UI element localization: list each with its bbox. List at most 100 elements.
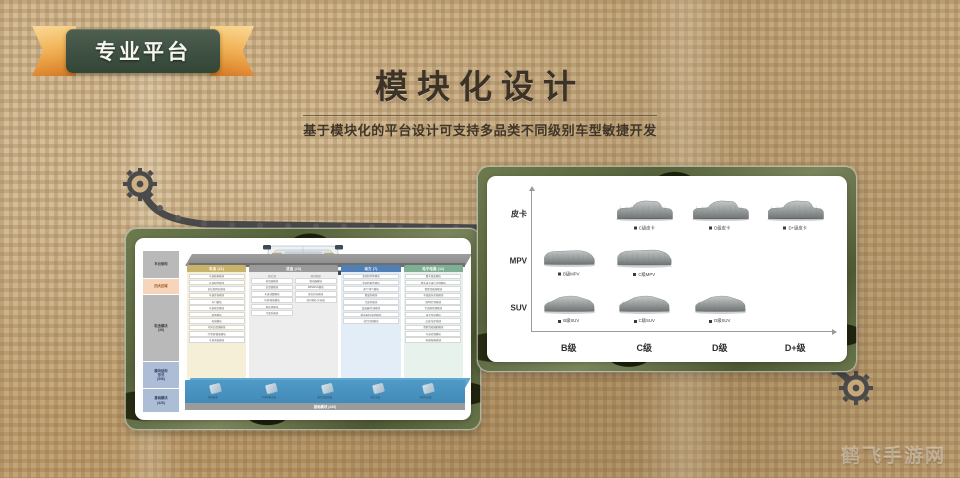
module-chip: 仪表/显示模块: [405, 318, 462, 324]
header: 模块化设计 基于模块化的平台设计可支持多品类不同级别车型敏捷开发: [0, 60, 960, 140]
y-axis-tick-label: SUV: [510, 303, 527, 313]
x-axis-tick-label: C级: [636, 343, 653, 353]
data-point-label: C级SUV: [598, 318, 690, 324]
vehicle-silhouette-mpv: [543, 250, 596, 268]
module-chip: 车身外饰模块: [188, 292, 245, 299]
column-subhead: 前/后悬: [268, 274, 276, 278]
module-chip: 内外后视镜模块: [188, 324, 245, 331]
module-chip: 前悬架模块: [250, 278, 294, 284]
module-chip: 电子导航模块: [405, 311, 462, 318]
module-chip: 空调热管理模块: [405, 305, 462, 312]
module-chip: 车身结构模块: [188, 273, 245, 280]
y-axis: [528, 186, 535, 332]
module-chip: 整车电子电气控制模块: [405, 279, 462, 286]
vehicle-silhouette-pickup: [691, 200, 749, 221]
architecture-axis-cell: 平台架构: [143, 251, 179, 278]
y-axis-tick-label: 皮卡: [511, 209, 527, 219]
data-point-label: D级SUV: [674, 318, 766, 324]
vehicle-silhouette-suv: [619, 296, 671, 315]
module-chip: 前后保险杠模块: [188, 286, 245, 292]
module-chip: 燃油系模块: [342, 292, 400, 299]
module-chip: 电源/配电模块: [405, 337, 462, 343]
base-part-icon: [422, 382, 435, 395]
column-items: 整车线束模块整车电子电气控制模块智能驾驶舱模块车载娱乐系统模块照明/灯具模块空调…: [403, 272, 463, 384]
module-chip: 行驶系模块: [250, 310, 294, 316]
module-chip: 后悬架模块: [250, 284, 294, 291]
badge-plate: 专业平台: [66, 29, 220, 73]
module-chip: 车门模块: [188, 299, 245, 305]
gear-icon: [839, 371, 873, 405]
vehicle-silhouette-mpv: [617, 249, 673, 268]
column-header: 底盘 (10): [249, 265, 339, 272]
x-axis-tick-label: B级: [561, 343, 577, 353]
modular-architecture-diagram: 平台架构四大区域取舍模块 (39)模块结构 形式 (506)基础模块 (425)…: [135, 238, 471, 420]
gear-chain-decor-top-left: [108, 168, 488, 244]
architecture-axis-cell: 模块结构 形式 (506): [143, 361, 179, 389]
data-point-label: B级MPV: [523, 272, 615, 278]
x-axis: [531, 328, 837, 335]
architecture-column-chassis: 底盘 (10) 前/后悬 前悬架模块后悬架模块车身减震模块车轮/轮胎模块副车架模…: [249, 265, 339, 384]
architecture-column-body: 车身 (11) 车身结构模块车身附件模块前后保险杠模块车身外饰模块车门模块车身密…: [187, 265, 247, 384]
y-axis-tick-label: MPV: [509, 256, 527, 266]
chart-data-point[interactable]: D级皮卡: [674, 196, 766, 231]
chart-data-point[interactable]: B级MPV: [523, 245, 615, 278]
module-chip: 动力控制模块: [342, 318, 400, 324]
chart-data-point[interactable]: C级皮卡: [598, 196, 690, 231]
column-items: 车身结构模块车身附件模块前后保险杠模块车身外饰模块车门模块车身密封模块玻璃模块天…: [187, 272, 247, 384]
architecture-axis-cell: 取舍模块 (39): [143, 294, 179, 361]
module-chip: 车轮/轮胎模块: [250, 297, 294, 304]
base-part-label: 电池包总成: [419, 396, 432, 399]
module-chip: 发动机附件模块: [342, 279, 400, 286]
gear-icon: [123, 168, 157, 201]
watermark: 鹤飞手游网: [840, 446, 946, 467]
architecture-columns: 车身 (11) 车身结构模块车身附件模块前后保险杠模块车身外饰模块车门模块车身密…: [187, 265, 463, 384]
data-point-label: D级皮卡: [674, 225, 766, 231]
module-chip: 智能驾驶辅助模块: [405, 324, 462, 331]
base-part-icon: [371, 382, 385, 395]
module-chip: 冷却系模块: [342, 299, 400, 305]
base-label: 基础模块 (425): [185, 403, 465, 410]
module-chip: 进气/排气模块: [342, 286, 400, 292]
page-subtitle: 基于模块化的平台设计可支持多品类不同级别车型敏捷开发: [303, 123, 657, 138]
chart-data-point[interactable]: C级SUV: [598, 292, 690, 324]
x-axis-tick-label: D级: [712, 343, 728, 353]
column-items: 前悬架模块后悬架模块车身减震模块车轮/轮胎模块副车架模块行驶系模块: [250, 278, 294, 316]
chart-data-point[interactable]: D级SUV: [674, 292, 766, 324]
base-part-label: 前/后悬架总成: [317, 396, 333, 399]
base-part-icon: [209, 382, 223, 395]
column-header: 电子电器 (11): [403, 265, 463, 272]
module-chip: 玻璃模块: [188, 311, 245, 318]
module-chip: 智能驾驶舱模块: [405, 286, 462, 292]
module-chip: 行李架/备胎模块: [188, 331, 245, 337]
architecture-column-electronics: 电子电器 (11) 整车线束模块整车电子电气控制模块智能驾驶舱模块车载娱乐系统模…: [403, 265, 463, 384]
vehicle-silhouette-suv: [694, 296, 746, 315]
base-part-label: 动力总成: [370, 396, 380, 399]
module-chip: 转向管柱/方向盘: [294, 297, 337, 304]
module-chip: ABS/ESC模块: [294, 284, 337, 291]
architecture-column-powertrain: 动力 (7) 发动机本体模块发动机附件模块进气/排气模块燃油系模块冷却系模块变速…: [341, 265, 401, 384]
chart-data-point[interactable]: D+级皮卡: [749, 196, 841, 231]
module-chip: 发动机本体模块: [342, 273, 400, 280]
module-chip: 车身涂装模块: [188, 337, 245, 343]
module-chip: 制动器模块: [294, 278, 337, 284]
data-point-label: C级皮卡: [598, 225, 690, 231]
base-part-icon: [321, 382, 335, 395]
module-chip: 车身附件模块: [188, 279, 245, 286]
module-chip: 车身控制模块: [405, 331, 462, 337]
module-chip: 车载娱乐系统模块: [405, 292, 462, 299]
chart-data-point[interactable]: C级MPV: [598, 244, 690, 278]
subtitle-wrap: 基于模块化的平台设计可支持多品类不同级别车型敏捷开发: [303, 115, 657, 139]
module-chip: 照明/灯具模块: [405, 299, 462, 305]
base-part-icon: [265, 382, 279, 395]
chart-data-point[interactable]: B级SUV: [523, 292, 615, 324]
subtitle-divider: [303, 115, 657, 116]
architecture-axis-labels: 平台架构四大区域取舍模块 (39)模块结构 形式 (506)基础模块 (425): [143, 251, 179, 412]
left-panel-frame: 平台架构四大区域取舍模块 (39)模块结构 形式 (506)基础模块 (425)…: [125, 228, 481, 430]
architecture-body: 车身 (11) 车身结构模块车身附件模块前后保险杠模块车身外饰模块车门模块车身密…: [185, 254, 471, 414]
data-point-label: D+级皮卡: [749, 225, 841, 231]
